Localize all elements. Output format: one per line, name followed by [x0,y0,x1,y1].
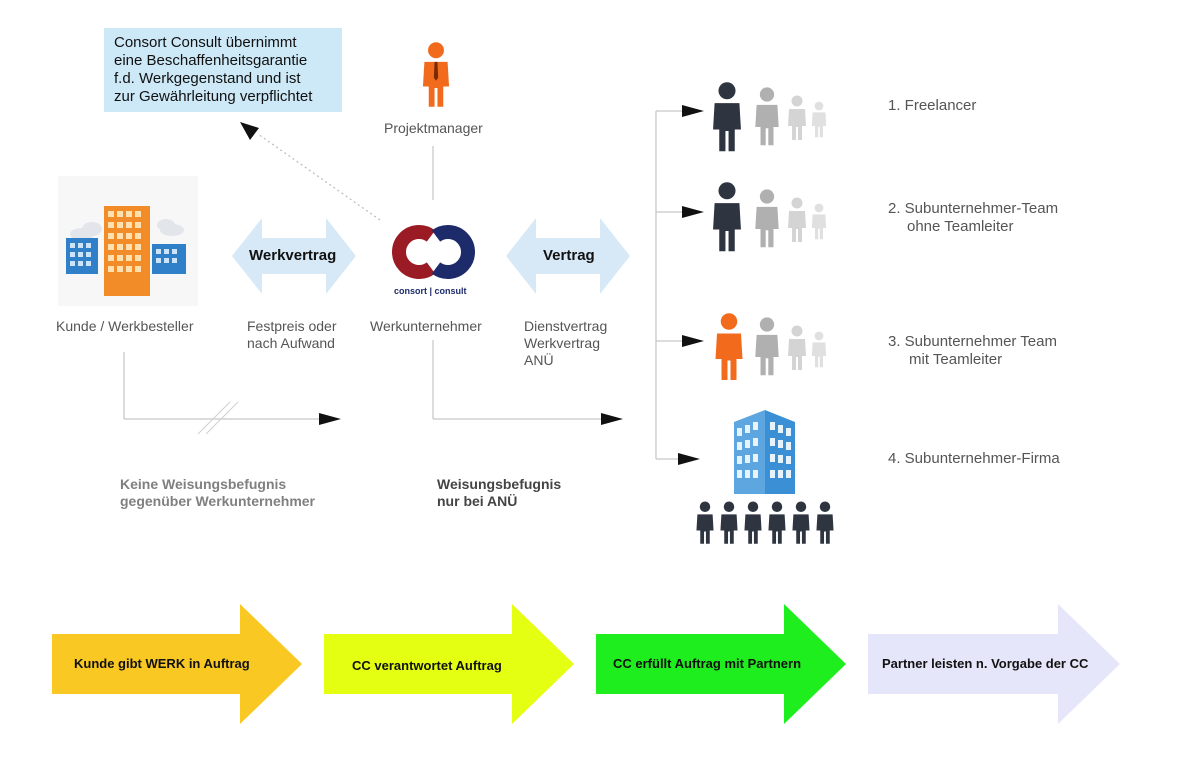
vertrag-line: ANÜ [524,352,554,368]
freelancer-people-icon [713,82,827,152]
flow-step-4-label: Partner leisten n. Vorgabe der CC [882,656,1089,671]
flow-step-2-label: CC verantwortet Auftrag [352,658,502,673]
kunde-label: Kunde / Werkbesteller [56,318,194,334]
projektmanager-label: Projektmanager [384,120,483,136]
vertrag-arrow-label: Vertrag [543,247,595,264]
werkvertrag-line: nach Aufwand [247,335,335,351]
weisung-line: nur bei ANÜ [437,493,518,509]
guarantee-note: Consort Consult übernimmt eine Beschaffe… [104,28,342,112]
weisung-line: Weisungsbefugnis [437,476,562,492]
werkvertrag-arrow-label: Werkvertrag [249,247,337,264]
customer-building-icon [58,176,198,306]
team-with-lead-people-icon [715,313,827,380]
flow-arrow-3 [596,604,846,724]
note-line: Consort Consult übernimmt [114,34,297,51]
partner-3-label: 3. Subunternehmer Team mit Teamleiter [888,333,1057,369]
flow-step-3-label: CC erfüllt Auftrag mit Partnern [613,656,802,671]
flow-arrow-2 [324,604,574,724]
partner-line: 3. Subunternehmer Team [888,333,1057,350]
werkvertrag-double-arrow [232,218,356,294]
partner-line: ohne Teamleiter [907,218,1014,235]
partner-1-label: 1. Freelancer [888,97,976,115]
team-without-lead-people-icon [713,182,827,252]
subcontractor-company-building-icon [734,410,795,494]
note-arrowhead [240,122,259,140]
projektmanager-person-icon [422,42,450,107]
no-authority-label: Keine Weisungsbefugnis gegenüber Werkunt… [120,476,315,510]
dotted-connector [257,133,381,221]
partner-line: 1. Freelancer [888,97,977,114]
slash-marks [197,401,239,435]
werkvertrag-price-label: Festpreis oder nach Aufwand [247,318,336,352]
partner-line: 4. Subunternehmer-Firma [888,450,1060,467]
vertrag-double-arrow [506,218,630,294]
vertrag-line: Dienstvertrag [524,318,608,334]
weisung-line: gegenüber Werkunternehmer [120,493,316,509]
connector-lines [123,110,682,460]
employees-row-icon [696,501,834,544]
note-line: zur Gewährleitung verpflichtet [114,88,313,105]
authority-anue-label: Weisungsbefugnis nur bei ANÜ [437,476,561,510]
flow-arrow-1 [52,604,302,724]
partner-4-label: 4. Subunternehmer-Firma [888,450,1060,468]
werkunternehmer-label: Werkunternehmer [370,318,482,334]
vertrag-line: Werkvertrag [524,335,600,351]
flow-step-1-label: Kunde gibt WERK in Auftrag [74,656,250,671]
partner-line: mit Teamleiter [909,351,1003,368]
note-line: eine Beschaffenheitsgarantie [114,52,308,69]
partner-line: 2. Subunternehmer-Team [888,200,1059,217]
werkvertrag-line: Festpreis oder [247,318,337,334]
arrowheads [319,105,704,465]
weisung-line: Keine Weisungsbefugnis [120,476,287,492]
partner-2-label: 2. Subunternehmer-Team ohne Teamleiter [888,200,1058,236]
note-line: f.d. Werkgegenstand und ist [114,70,301,87]
flow-arrow-4 [868,604,1120,724]
flow-arrows [52,604,1120,724]
vertrag-types-label: Dienstvertrag Werkvertrag ANÜ [524,318,607,369]
consort-consult-logo-icon [392,225,475,279]
logo-text: consort | consult [394,286,467,296]
